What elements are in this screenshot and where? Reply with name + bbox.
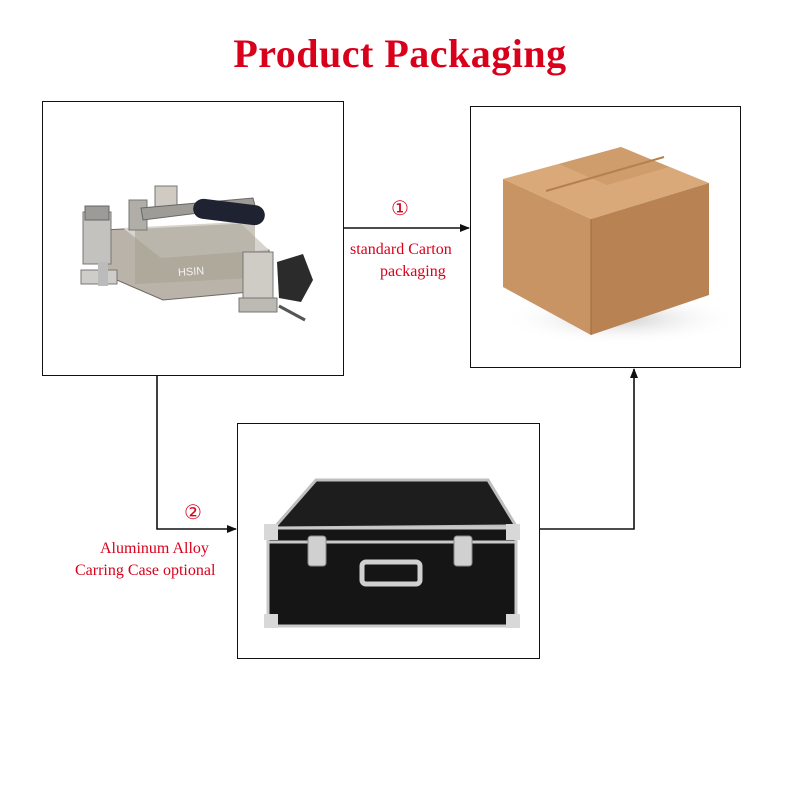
option-1-label-line1: standard Carton <box>350 241 452 258</box>
pump-brand-label: HSIN <box>178 265 205 279</box>
pump-image-box: HSIN <box>42 101 344 376</box>
hydraulic-pump-illustration: HSIN <box>80 185 313 322</box>
aluminum-case-illustration <box>264 478 520 628</box>
cardboard-box-illustration <box>501 147 740 345</box>
option-2-label-line2: Carring Case optional <box>75 562 216 579</box>
option-1-number: ① <box>391 198 409 220</box>
option-2-label-line1: Aluminum Alloy <box>100 540 209 557</box>
arrow-pump-to-case <box>156 376 237 533</box>
arrow-case-to-carton <box>540 368 638 530</box>
option-1-label-line2: packaging <box>380 263 446 280</box>
page-title: Product Packaging <box>233 31 567 76</box>
carton-image-box <box>470 106 741 368</box>
case-image-box <box>237 423 540 659</box>
option-2-number: ② <box>184 502 202 524</box>
